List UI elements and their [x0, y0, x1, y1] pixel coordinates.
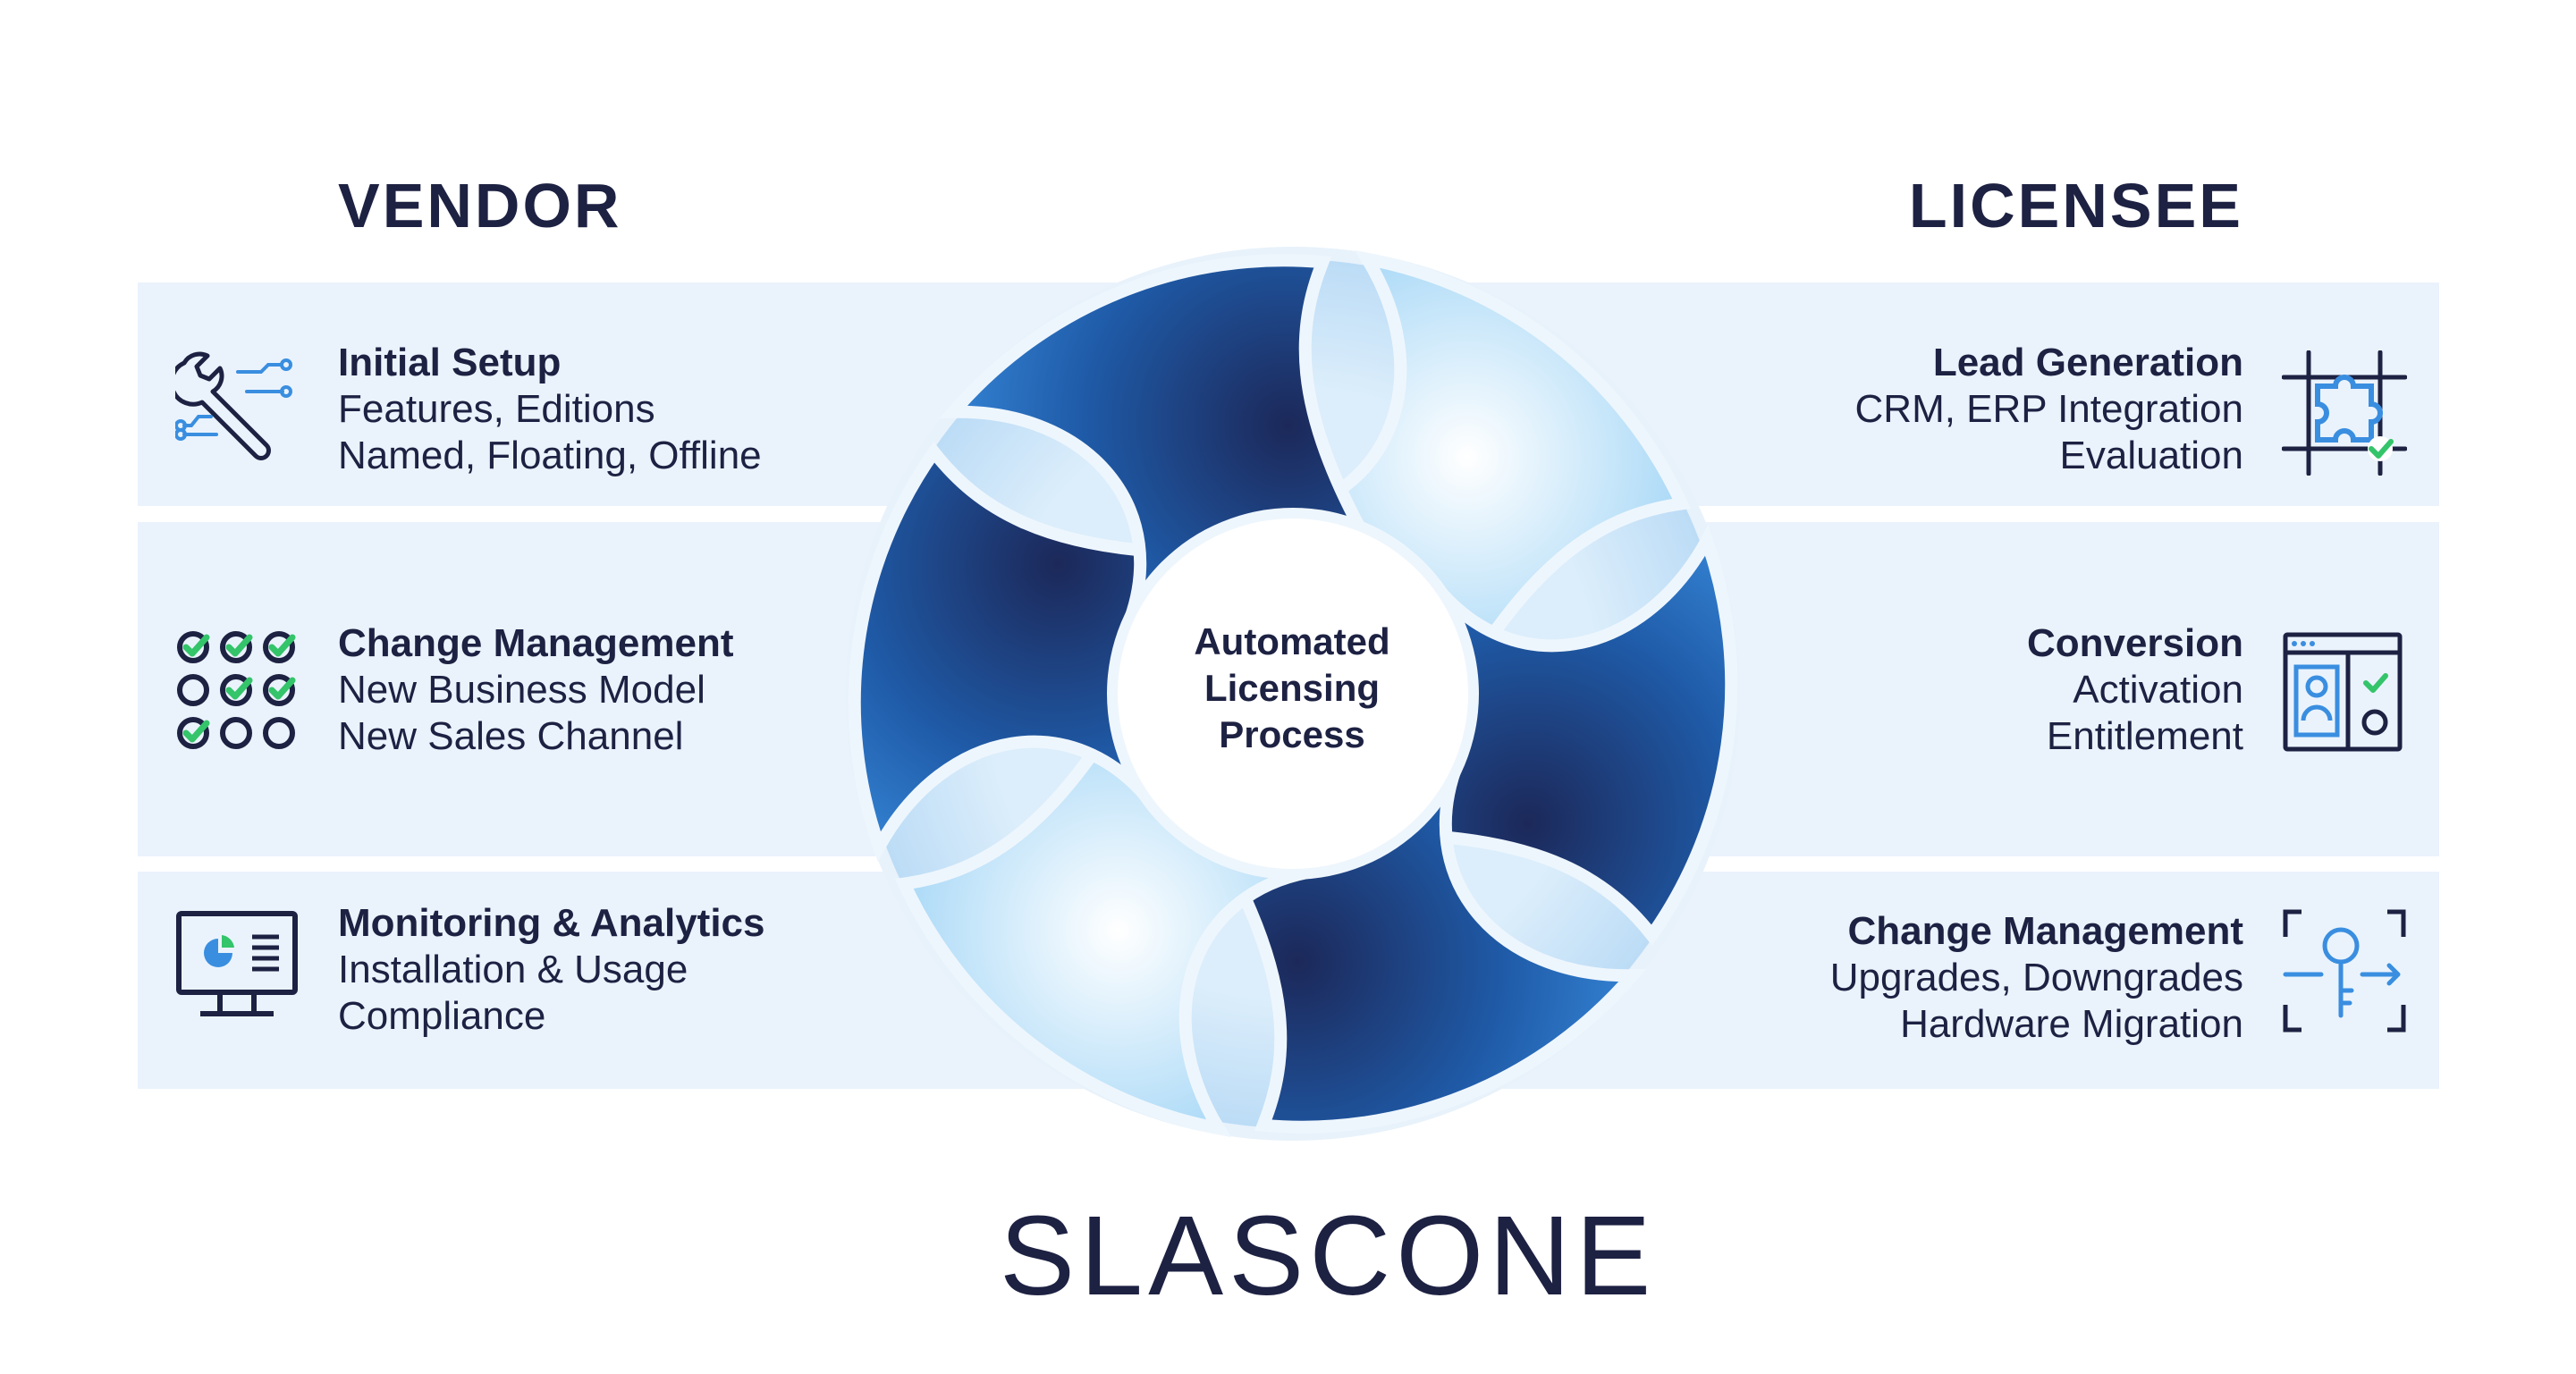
licensee-item-lead-generation: Lead Generation CRM, ERP Integration Eva… [1855, 340, 2243, 479]
item-title: Change Management [1847, 909, 2243, 953]
puzzle-check-icon [2282, 350, 2407, 476]
center-line: Licensing [1204, 667, 1381, 709]
item-title: Monitoring & Analytics [338, 901, 765, 945]
item-line: Hardware Migration [1900, 1002, 2243, 1046]
slascone-logo: SLASCONE [1000, 1198, 1651, 1314]
item-line: New Sales Channel [338, 714, 684, 758]
item-line: Installation & Usage [338, 948, 688, 991]
checklist-grid-icon [177, 631, 296, 749]
item-title: Initial Setup [338, 341, 562, 384]
licensee-item-change-management: Change Management Upgrades, Downgrades H… [1830, 908, 2243, 1048]
brand-wordmark: SLASCONE [1000, 1193, 1657, 1319]
licensing-cycle-wheel [846, 247, 1740, 1141]
item-line: Features, Editions [338, 387, 655, 431]
item-line: Named, Floating, Offline [338, 434, 762, 477]
monitor-chart-icon [176, 911, 298, 1016]
vendor-item-monitoring: Monitoring & Analytics Installation & Us… [338, 900, 765, 1040]
id-card-check-icon [2283, 632, 2403, 752]
item-title: Change Management [338, 621, 734, 665]
vendor-heading: VENDOR [338, 171, 622, 240]
item-line: Activation [2073, 668, 2243, 712]
key-transfer-icon [2283, 909, 2406, 1033]
item-line: Entitlement [2046, 714, 2243, 758]
item-line: Compliance [338, 994, 546, 1038]
center-label: Automated Licensing Process [1115, 619, 1469, 758]
item-title: Conversion [2026, 621, 2243, 665]
wrench-circuit-icon [175, 351, 292, 460]
center-line: Process [1219, 713, 1365, 755]
item-line: CRM, ERP Integration [1854, 387, 2243, 431]
licensee-heading: LICENSEE [1908, 171, 2243, 240]
center-line: Automated [1194, 620, 1390, 662]
item-line: New Business Model [338, 668, 705, 712]
vendor-item-initial-setup: Initial Setup Features, Editions Named, … [338, 340, 762, 479]
item-line: Upgrades, Downgrades [1829, 956, 2243, 999]
vendor-item-change-management: Change Management New Business Model New… [338, 620, 734, 760]
item-title: Lead Generation [1932, 341, 2243, 384]
licensee-item-conversion: Conversion Activation Entitlement [2027, 620, 2243, 760]
item-line: Evaluation [2059, 434, 2243, 477]
